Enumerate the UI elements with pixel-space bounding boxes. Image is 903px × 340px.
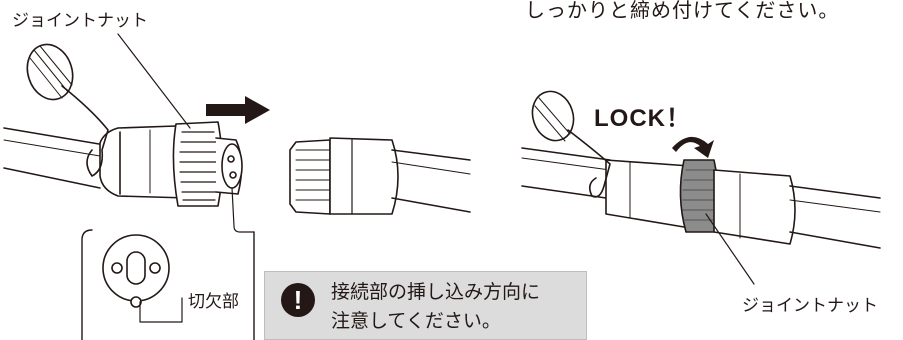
left-cap-with-strap	[26, 43, 109, 177]
caution-note: ! 接続部の挿し込み方向に 注意してください。	[264, 271, 587, 340]
note-line-2: 注意してください。	[331, 310, 501, 332]
joint-nut-label-left: ジョイントナット	[12, 11, 148, 31]
push-arrow-icon	[206, 96, 270, 124]
exclamation-circle-icon: !	[281, 283, 315, 317]
lock-label: LOCK！	[594, 105, 691, 132]
right-cap-with-strap	[531, 90, 611, 198]
right-connector-body	[605, 159, 691, 229]
leader-line-right	[705, 213, 755, 285]
note-line-1: 接続部の挿し込み方向に	[331, 281, 541, 303]
left-joint-nut	[172, 121, 243, 207]
right-cable-left	[521, 147, 611, 199]
cutout-label: 切欠部	[188, 292, 239, 312]
middle-cable	[391, 149, 471, 213]
left-cable	[3, 127, 106, 189]
right-socket-body	[713, 169, 796, 245]
inset-leader	[231, 187, 255, 233]
top-caption: しっかりと締め付けてください。	[525, 0, 840, 22]
joint-nut-label-right: ジョイントナット	[742, 296, 878, 316]
socket-connector	[289, 137, 399, 215]
rotate-arrow-icon	[672, 136, 714, 158]
cutout-inset	[81, 229, 255, 340]
leader-line-left	[117, 33, 191, 129]
right-cable-right	[789, 185, 881, 249]
